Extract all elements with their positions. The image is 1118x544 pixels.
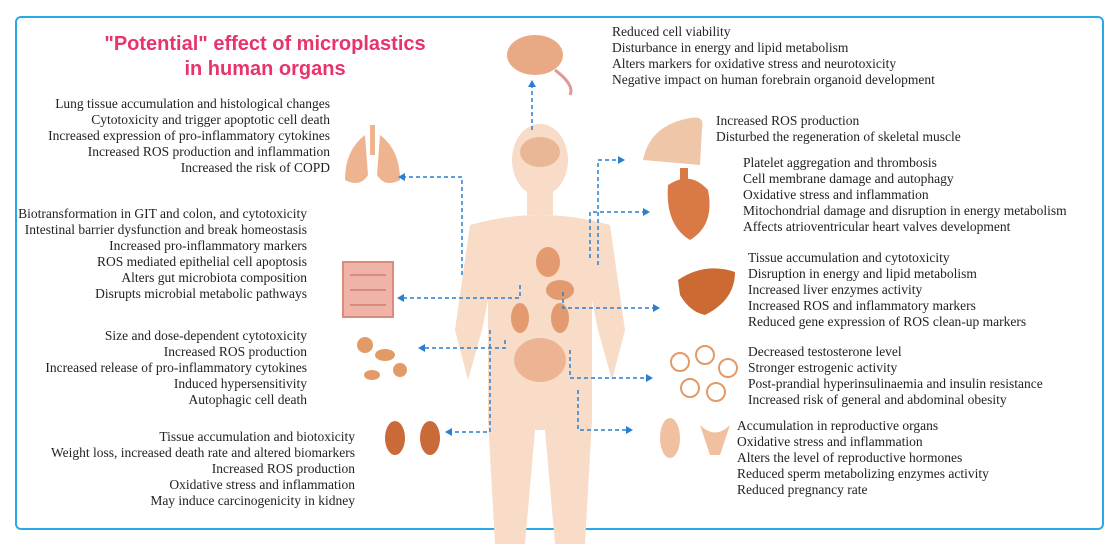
arrow-cells (423, 340, 506, 349)
effect: Decreased testosterone level (748, 344, 902, 359)
effect: Oxidative stress and inflammation (737, 434, 923, 449)
title-line-1: "Potential" effect of microplastics (104, 33, 426, 55)
effect: Negative impact on human forebrain organ… (612, 72, 935, 87)
effect: Stronger estrogenic activity (748, 360, 898, 375)
dashed-arrows (402, 85, 655, 433)
effect: Increased ROS and inflammatory markers (748, 298, 976, 313)
effect: Autophagic cell death (188, 392, 307, 407)
effect: Reduced sperm metabolizing enzymes activ… (737, 466, 989, 481)
brain-icon (507, 35, 573, 96)
arrow-reproductive (577, 390, 628, 431)
effect: Reduced pregnancy rate (737, 482, 868, 497)
body-heart (536, 247, 560, 277)
effect: Intestinal barrier dysfunction and break… (24, 222, 307, 237)
effect: Tissue accumulation and biotoxicity (159, 429, 355, 444)
effect: Oxidative stress and inflammation (743, 187, 929, 202)
intestine-icon (342, 261, 394, 318)
effect: Increased ROS production (211, 461, 355, 476)
endocrine-icon (670, 345, 738, 402)
effect: Weight loss, increased death rate and al… (50, 445, 355, 460)
effect: Alters markers for oxidative stress and … (612, 56, 897, 71)
effect: Oxidative stress and inflammation (169, 477, 355, 492)
effect: Size and dose-dependent cytotoxicity (104, 328, 307, 343)
arrow-lung (403, 176, 463, 275)
lung-effects: Lung tissue accumulation and histologica… (48, 96, 330, 176)
body-kidney-r (551, 303, 569, 333)
effect: Lung tissue accumulation and histologica… (55, 96, 330, 111)
effect: Biotransformation in GIT and colon, and … (18, 206, 307, 221)
effect: Increased risk of general and abdominal … (748, 392, 1007, 407)
effect: Disrupts microbial metabolic pathways (95, 286, 307, 301)
arrow-heart (589, 211, 645, 258)
body-intestine (514, 338, 566, 382)
arrow-muscle (597, 159, 620, 265)
heart-icon (667, 168, 710, 240)
effect: Tissue accumulation and cytotoxicity (748, 250, 950, 265)
muscle-arm-icon (643, 117, 703, 165)
effect: ROS mediated epithelial cell apoptosis (97, 254, 307, 269)
arrow-liver (562, 292, 655, 309)
lung-icon (345, 125, 400, 184)
effect: Increased the risk of COPD (180, 160, 330, 175)
effect: Increased ROS production (716, 113, 860, 128)
gut-effects: Biotransformation in GIT and colon, and … (18, 206, 307, 302)
effect: Induced hypersensitivity (173, 376, 307, 391)
diagram-title: "Potential" effect of microplastics in h… (60, 32, 470, 82)
body-kidney-l (511, 303, 529, 333)
title-line-2: in human organs (184, 58, 346, 80)
body-brain (520, 137, 560, 167)
effect: Platelet aggregation and thrombosis (743, 155, 937, 170)
effect: Increased ROS production and inflammatio… (87, 144, 330, 159)
effect: Reduced cell viability (612, 24, 731, 39)
cells-icon (357, 337, 407, 380)
reproductive-icon (660, 418, 730, 458)
kidney-icon (385, 421, 440, 455)
effect: Accumulation in reproductive organs (737, 418, 939, 433)
body-silhouette (455, 124, 625, 544)
body-stomach (546, 280, 574, 300)
effect: Increased pro-inflammatory markers (109, 238, 307, 253)
effect: Disruption in energy and lipid metabolis… (748, 266, 977, 281)
effect: Increased liver enzymes activity (748, 282, 923, 297)
arrow-heads (397, 80, 660, 436)
effect: Affects atrioventricular heart valves de… (743, 219, 1011, 234)
liver-icon (678, 268, 735, 315)
effect: Alters the level of reproductive hormone… (737, 450, 963, 465)
effect: Post-prandial hyperinsulinaemia and insu… (748, 376, 1043, 391)
effect: May induce carcinogenicity in kidney (150, 493, 355, 508)
effect: Reduced gene expression of ROS clean-up … (748, 314, 1027, 329)
effect: Increased release of pro-inflammatory cy… (45, 360, 307, 375)
effect: Cell membrane damage and autophagy (743, 171, 954, 186)
effect: Alters gut microbiota composition (121, 270, 307, 285)
effect: Increased expression of pro-inflammatory… (48, 128, 330, 143)
effect: Disturbed the regeneration of skeletal m… (716, 129, 961, 144)
effect: Increased ROS production (163, 344, 307, 359)
arrow-gut (402, 285, 521, 299)
arrow-endocrine (569, 350, 648, 379)
effect: Cytotoxicity and trigger apoptotic cell … (91, 112, 330, 127)
arrow-kidney (450, 330, 491, 433)
effect: Mitochondrial damage and disruption in e… (743, 203, 1067, 218)
effect: Disturbance in energy and lipid metaboli… (612, 40, 849, 55)
